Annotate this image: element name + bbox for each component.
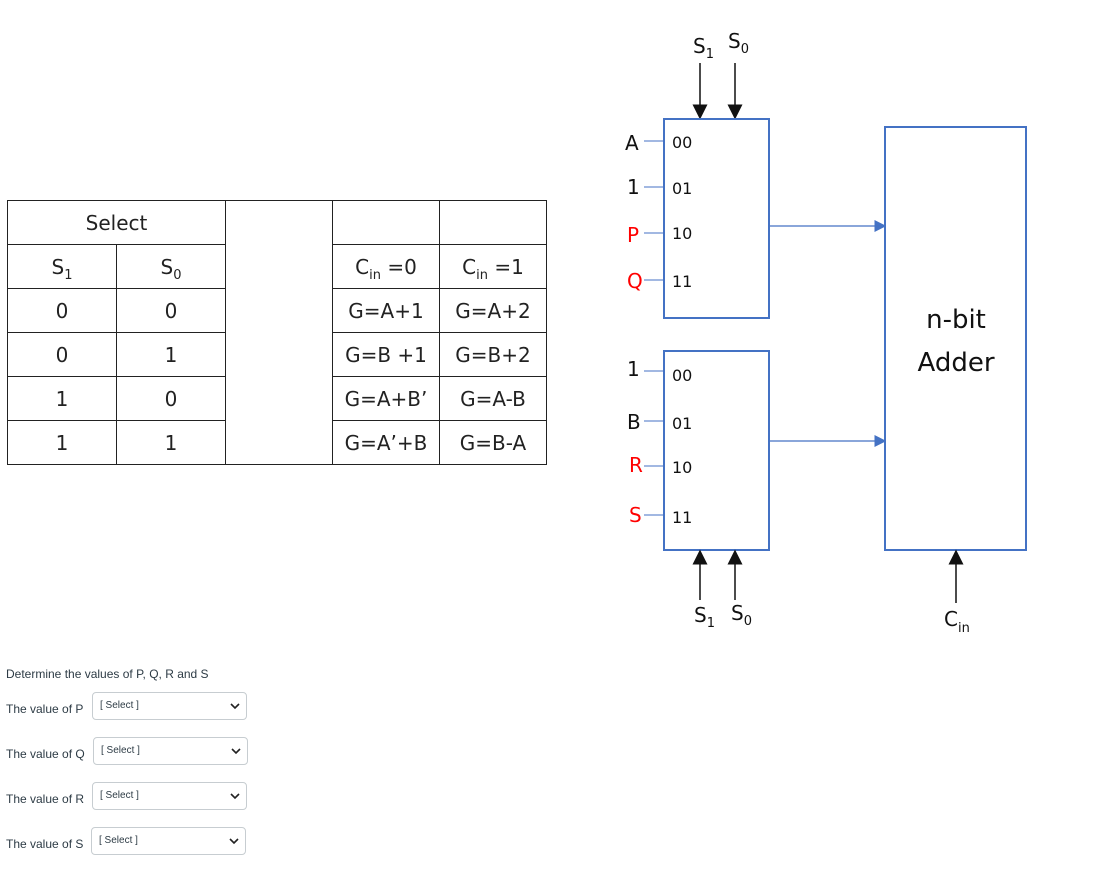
cin0-cell: G=B +1 bbox=[332, 332, 440, 377]
mux2-code: 10 bbox=[672, 458, 692, 477]
cin1-header: Cin =1 bbox=[439, 244, 547, 289]
table-row: 0 0 G=A+1 G=A+2 bbox=[7, 288, 547, 333]
cin0-cell: G=A’+B bbox=[332, 420, 440, 465]
s0-header: S0 bbox=[116, 244, 226, 289]
s1-cell: 0 bbox=[7, 332, 117, 377]
bottom-s1-label: S1 bbox=[694, 603, 715, 631]
mux1-input-p: P bbox=[627, 223, 639, 247]
s0-cell: 0 bbox=[116, 288, 226, 333]
mux2-input-1: 1 bbox=[627, 357, 640, 381]
mux2-input-s: S bbox=[629, 503, 642, 527]
s1-cell: 1 bbox=[7, 420, 117, 465]
operation-table: Select S1 S0 Cin =0 Cin =1 0 0 G=A+1 G=A… bbox=[7, 200, 547, 465]
mux-2-box bbox=[663, 350, 770, 551]
mux-1-inputs: A 00 1 01 P 10 Q 11 bbox=[625, 131, 692, 293]
top-s0-label: S0 bbox=[728, 29, 749, 57]
mux1-input-1: 1 bbox=[627, 175, 640, 199]
mux2-input-b: B bbox=[627, 410, 641, 434]
cin1-cell: G=B+2 bbox=[439, 332, 547, 377]
cin0-header: Cin =0 bbox=[332, 244, 440, 289]
s0-cell: 1 bbox=[116, 332, 226, 377]
question-label: The value of P bbox=[6, 702, 84, 716]
select-placeholder: [ Select ] bbox=[101, 745, 140, 756]
adder-box bbox=[884, 126, 1027, 551]
top-s1-label: S1 bbox=[693, 34, 714, 62]
chevron-down-icon bbox=[230, 703, 240, 710]
cin-label: Cin bbox=[944, 607, 970, 636]
question-label: The value of R bbox=[6, 792, 85, 806]
question-label: The value of Q bbox=[6, 747, 85, 761]
mux1-code: 10 bbox=[672, 224, 692, 243]
cin-blank-header-1 bbox=[439, 200, 547, 245]
s1-cell: 0 bbox=[7, 288, 117, 333]
select-s-dropdown[interactable]: [ Select ] bbox=[91, 827, 246, 855]
mux-2-inputs: 1 00 B 01 R 10 S 11 bbox=[627, 357, 692, 527]
select-placeholder: [ Select ] bbox=[100, 790, 139, 801]
question-prompt: Determine the values of P, Q, R and S bbox=[6, 667, 209, 681]
mux1-code: 00 bbox=[672, 133, 692, 152]
table-row: 1 1 G=A’+B G=B-A bbox=[7, 420, 547, 465]
mux2-code: 00 bbox=[672, 366, 692, 385]
mux2-code: 11 bbox=[672, 508, 692, 527]
mux1-code: 11 bbox=[672, 272, 692, 291]
mux-adder-diagram: S1 S0 A 00 1 01 P 10 Q 11 1 00 B 01 R 10… bbox=[625, 29, 1027, 636]
select-placeholder: [ Select ] bbox=[99, 835, 138, 846]
mux1-input-q: Q bbox=[627, 269, 643, 293]
cin0-cell: G=A+1 bbox=[332, 288, 440, 333]
chevron-down-icon bbox=[230, 793, 240, 800]
bottom-s0-label: S0 bbox=[731, 601, 752, 629]
select-header: Select bbox=[7, 200, 226, 245]
cin-blank-header-0 bbox=[332, 200, 440, 245]
mux2-code: 01 bbox=[672, 414, 692, 433]
adder-label-line1: n-bit bbox=[926, 305, 986, 335]
s0-cell: 0 bbox=[116, 376, 226, 421]
question-label: The value of S bbox=[6, 837, 84, 851]
mux1-input-a: A bbox=[625, 131, 639, 155]
adder-label-line2: Adder bbox=[917, 348, 994, 378]
select-p-dropdown[interactable]: [ Select ] bbox=[92, 692, 247, 720]
s1-header: S1 bbox=[7, 244, 117, 289]
mux1-code: 01 bbox=[672, 179, 692, 198]
cin1-cell: G=A-B bbox=[439, 376, 547, 421]
chevron-down-icon bbox=[231, 748, 241, 755]
mux-1-box bbox=[663, 118, 770, 319]
select-r-dropdown[interactable]: [ Select ] bbox=[92, 782, 247, 810]
blank-column bbox=[225, 200, 333, 465]
chevron-down-icon bbox=[229, 838, 239, 845]
s1-cell: 1 bbox=[7, 376, 117, 421]
mux2-input-r: R bbox=[629, 453, 643, 477]
select-placeholder: [ Select ] bbox=[100, 700, 139, 711]
cin0-cell: G=A+B’ bbox=[332, 376, 440, 421]
select-q-dropdown[interactable]: [ Select ] bbox=[93, 737, 248, 765]
cin1-cell: G=B-A bbox=[439, 420, 547, 465]
s0-cell: 1 bbox=[116, 420, 226, 465]
cin1-cell: G=A+2 bbox=[439, 288, 547, 333]
